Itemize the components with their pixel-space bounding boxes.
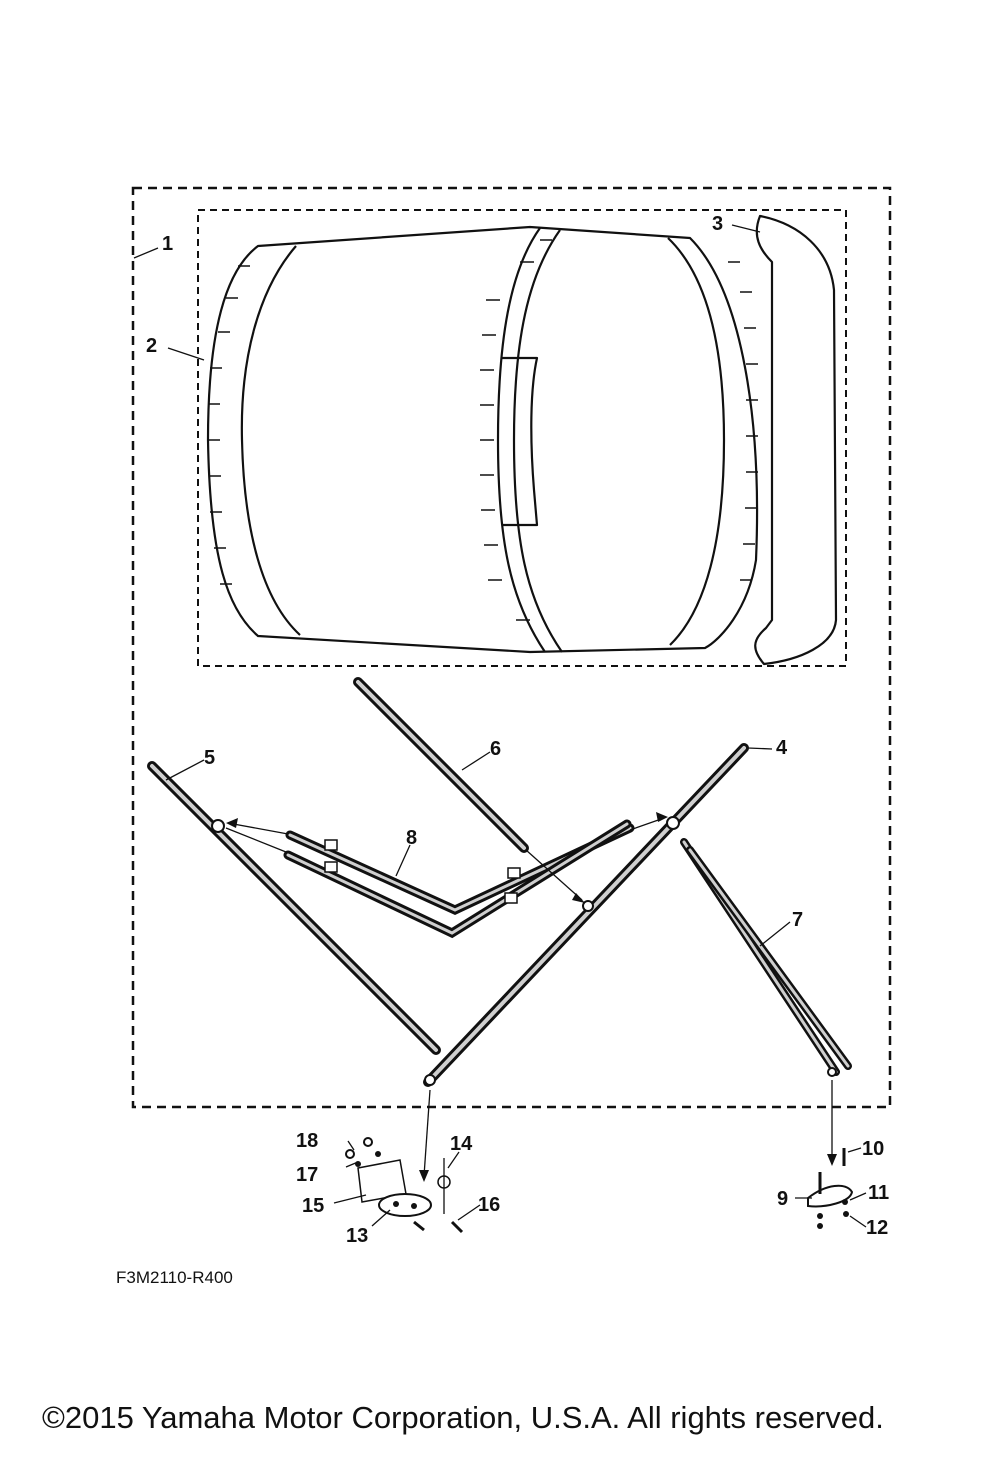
part-number-16: 16 xyxy=(478,1194,500,1216)
leader-lines xyxy=(133,224,867,1228)
storage-boot xyxy=(754,214,838,666)
left-mount-hardware xyxy=(345,1137,464,1234)
part-number-10: 10 xyxy=(862,1138,884,1160)
right-mount-hardware xyxy=(807,1148,854,1229)
diagram-reference-code: F3M2110-R400 xyxy=(116,1268,233,1287)
rear-bow-pole xyxy=(147,761,441,1055)
part-number-2: 2 xyxy=(146,335,157,357)
center-bow-frame xyxy=(283,819,635,939)
assembly-boundary-box xyxy=(131,186,892,1109)
assembly-arrows xyxy=(225,812,837,1182)
part-number-3: 3 xyxy=(712,213,723,235)
rear-stay-poles xyxy=(680,838,852,1076)
part-number-12: 12 xyxy=(866,1217,888,1239)
part-number-14: 14 xyxy=(450,1133,473,1155)
part-number-18: 18 xyxy=(296,1130,318,1152)
part-number-11: 11 xyxy=(868,1182,889,1204)
part-number-17: 17 xyxy=(296,1164,318,1186)
part-number-6: 6 xyxy=(490,738,501,760)
part-number-1: 1 xyxy=(162,233,173,255)
part-number-15: 15 xyxy=(302,1195,324,1217)
copyright-notice: ©2015 Yamaha Motor Corporation, U.S.A. A… xyxy=(42,1400,884,1435)
bimini-canvas xyxy=(206,225,759,654)
part-number-5: 5 xyxy=(204,747,215,769)
part-number-8: 8 xyxy=(406,827,417,849)
canvas-boundary-box xyxy=(197,209,847,667)
part-number-7: 7 xyxy=(792,909,803,931)
front-bow-pole xyxy=(423,743,749,1087)
support-strap-pole xyxy=(353,677,529,853)
part-number-4: 4 xyxy=(776,737,788,759)
pole-fittings xyxy=(211,816,837,1086)
part-number-13: 13 xyxy=(346,1225,368,1247)
part-number-9: 9 xyxy=(777,1188,788,1210)
